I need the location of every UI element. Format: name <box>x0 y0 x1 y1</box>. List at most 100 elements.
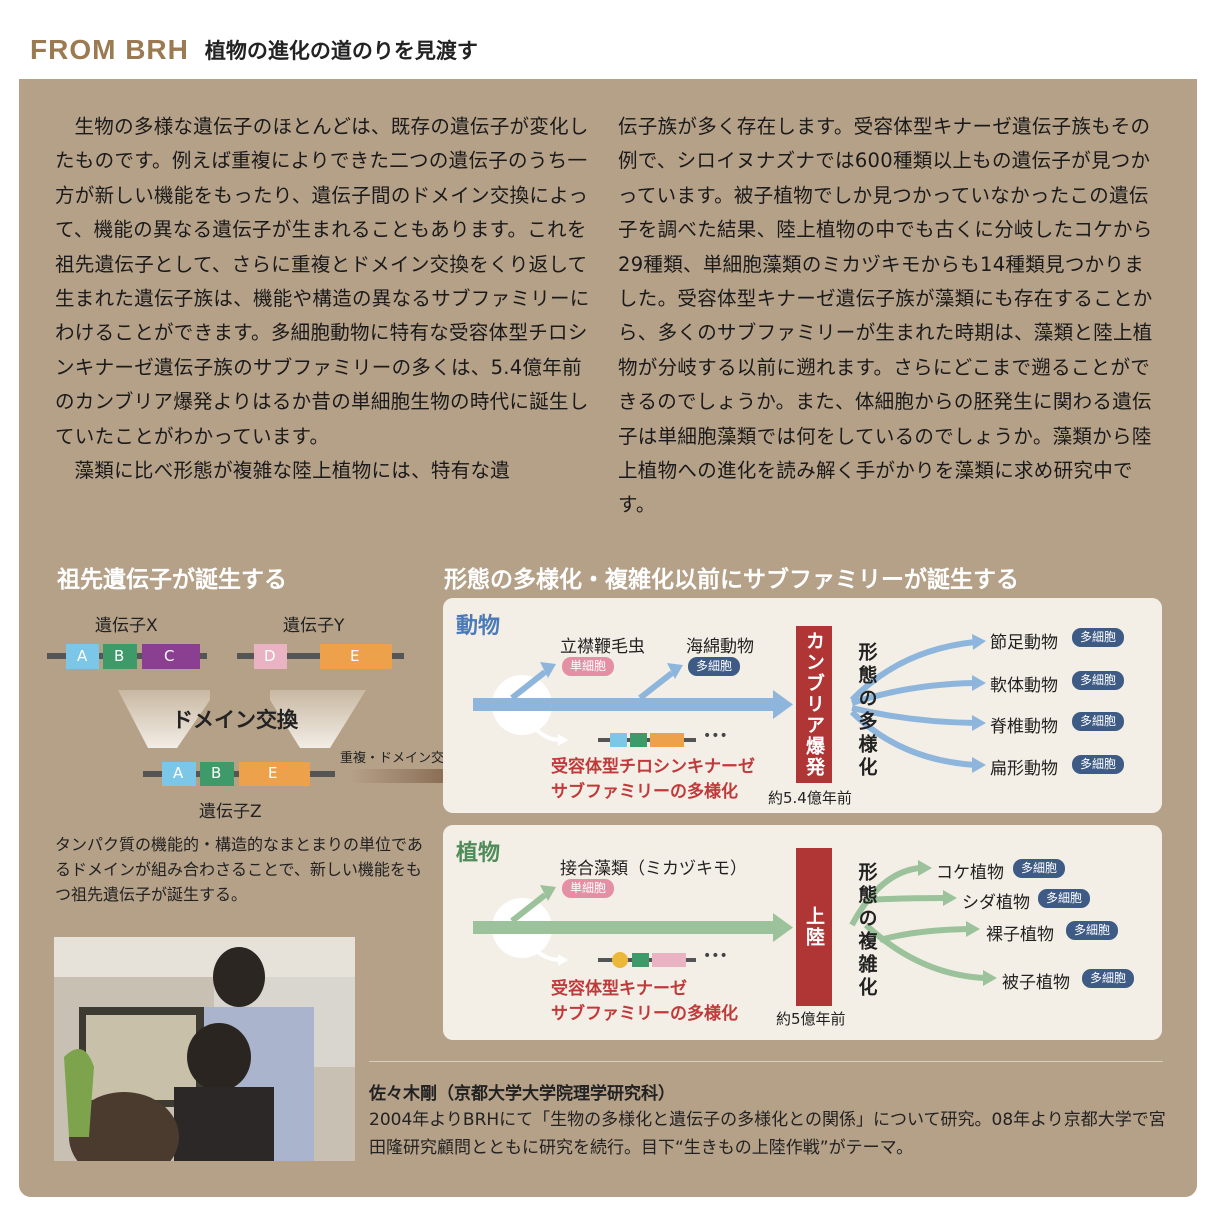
domain-e-label: E <box>268 764 278 782</box>
single-cell-tag: 単細胞 <box>562 657 615 676</box>
right-figure-title: 形態の多様化・複雑化以前にサブファミリーが誕生する <box>444 567 1019 593</box>
multi-cell-tag: 多細胞 <box>1082 969 1135 988</box>
animal-branch-vertebrate <box>851 705 976 726</box>
photo-green-model <box>64 1049 94 1137</box>
branch-flatworm-label: 扁形動物 <box>990 759 1058 779</box>
landing-bar: 上陸 <box>796 848 832 1006</box>
branch-angiosperm-label: 被子植物 <box>1002 973 1070 993</box>
plant-branch-fern <box>867 895 946 903</box>
brand-label: FROM BRH <box>30 34 189 65</box>
researcher-photo <box>54 937 355 1161</box>
author-name: 佐々木剛（京都大学大学院理学研究科） <box>369 1084 675 1104</box>
plant-time-label: 約5億年前 <box>776 1010 846 1028</box>
plant-main-arrow <box>473 921 773 934</box>
sponge-label: 海綿動物 <box>686 637 754 657</box>
domain-b-z <box>200 762 234 786</box>
merge-arrow-right <box>270 690 366 748</box>
author-bio: 2004年よりBRHにて「生物の多様化と遺伝子の多様化との関係」について研究。0… <box>369 1110 1166 1158</box>
gene-x-label: 遺伝子X <box>95 616 158 636</box>
animal-subfamily-line1: 受容体型チロシンキナーゼ <box>551 757 755 777</box>
branch-fern-label: シダ植物 <box>962 893 1030 913</box>
animal-branch-arthropod-head <box>972 634 986 650</box>
animal-morph-text: 形態の多様化 <box>855 642 878 780</box>
animal-subfamily-arrowhead <box>558 734 568 746</box>
domain-a-label: A <box>173 764 184 782</box>
domain-exchange-label: ドメイン交換 <box>172 708 298 732</box>
animal-label: 動物 <box>456 614 501 639</box>
choanoflagellate-label: 立襟鞭毛虫 <box>560 637 645 657</box>
multi-cell-tag: 多細胞 <box>688 657 741 676</box>
animal-main-arrow <box>473 698 773 711</box>
domain-b-x <box>103 644 137 669</box>
animal-subfamily-arrow <box>522 712 561 742</box>
plant-subfamily-arrowhead <box>558 954 568 966</box>
plant-label: 植物 <box>456 841 501 866</box>
plant-branch-moss <box>849 865 921 927</box>
merge-arrow-left <box>118 690 210 748</box>
bio-divider <box>369 1061 1163 1062</box>
branch-vertebrate-label: 脊椎動物 <box>990 717 1058 737</box>
domain-b-label: B <box>211 764 222 782</box>
branch-gymnosperm-label: 裸子植物 <box>986 925 1054 945</box>
plant-gene-dom2 <box>632 953 649 967</box>
zygnema-label: 接合藻類（ミカヅキモ） <box>560 859 747 879</box>
photo-shelf <box>54 937 355 977</box>
animal-branch-sponge-head <box>667 663 683 679</box>
domain-e-label: E <box>350 647 360 665</box>
plant-branch-zygnema-head <box>540 885 556 901</box>
gene-z-label: 遺伝子Z <box>199 802 262 822</box>
article-paragraph: 藻類に比べ形態が複雑な陸上植物には、特有な遺 <box>74 459 511 483</box>
photo-case-glass <box>86 1015 196 1100</box>
domain-b-label: B <box>114 647 125 665</box>
plant-subfamily-line2: サブファミリーの多様化 <box>551 1004 738 1024</box>
animal-branch-sponge <box>638 670 674 701</box>
plant-gene-dom1 <box>612 952 628 968</box>
animal-gene-dots: ••• <box>703 728 728 744</box>
photo-illustration <box>54 937 355 1161</box>
article-column-1: 生物の多様な遺伝子のほとんどは、既存の遺伝子が変化したものです。例えば重複により… <box>55 110 590 488</box>
branch-moss-label: コケ植物 <box>936 863 1004 883</box>
plant-morph-label: 形態の複雑化 <box>852 862 880 1000</box>
domain-e-y <box>320 644 392 669</box>
page-header: FROM BRH 植物の進化の道のりを見渡す <box>30 30 478 70</box>
multi-cell-tag: 多細胞 <box>1066 921 1119 940</box>
plant-branch-angiosperm-head <box>983 970 997 986</box>
multi-cell-tag: 多細胞 <box>1072 712 1125 731</box>
domain-d-y <box>254 644 287 669</box>
single-cell-tag: 単細胞 <box>562 879 615 898</box>
domain-c-x <box>142 644 200 669</box>
domain-a-x <box>66 644 99 669</box>
plant-branch-angiosperm <box>863 922 986 981</box>
page-title: 植物の進化の道のりを見渡す <box>204 39 478 63</box>
article-paragraph: 生物の多様な遺伝子のほとんどは、既存の遺伝子が変化したものです。例えば重複により… <box>55 115 590 448</box>
domain-d-label: D <box>264 647 276 665</box>
article-column-2: 伝子族が多く存在します。受容体型キナーゼ遺伝子族もその例で、シロイヌナズナでは6… <box>618 110 1163 523</box>
domain-a-label: A <box>77 647 88 665</box>
animal-gene-dom3 <box>650 733 684 747</box>
animal-gene-dom1 <box>610 733 627 747</box>
plant-gene-dom3 <box>652 953 686 967</box>
multi-cell-tag: 多細胞 <box>1072 628 1125 647</box>
plant-gene-dots: ••• <box>703 948 728 964</box>
photo-child2-head <box>69 1092 179 1161</box>
animal-branch-mollusk <box>851 680 976 706</box>
plant-branch-moss-head <box>918 860 932 876</box>
multi-cell-tag: 多細胞 <box>1038 889 1091 908</box>
plant-branch-zygnema <box>510 892 547 924</box>
animal-main-arrowhead <box>773 690 793 719</box>
cambrian-explosion-text: カンブリア爆発 <box>803 631 825 778</box>
animal-branch-vertebrate-head <box>972 715 986 731</box>
domain-c-label: C <box>164 647 175 665</box>
left-figure-caption: タンパク質の機能的・構造的なまとまりの単位であるドメインが組み合わさることで、新… <box>55 835 423 904</box>
plant-morph-text: 形態の複雑化 <box>855 862 878 1000</box>
article-paragraph: 伝子族が多く存在します。受容体型キナーゼ遺伝子族もその例で、シロイヌナズナでは6… <box>618 115 1153 517</box>
multi-cell-tag: 多細胞 <box>1072 755 1125 774</box>
plant-main-arrowhead <box>773 913 793 942</box>
plant-subfamily-arrow <box>522 935 561 962</box>
photo-child-body <box>174 1087 274 1161</box>
domain-e-z <box>239 762 310 786</box>
photo-person-head <box>213 947 265 1007</box>
landing-text: 上陸 <box>803 906 825 948</box>
animal-branch-mollusk-head <box>972 675 986 691</box>
